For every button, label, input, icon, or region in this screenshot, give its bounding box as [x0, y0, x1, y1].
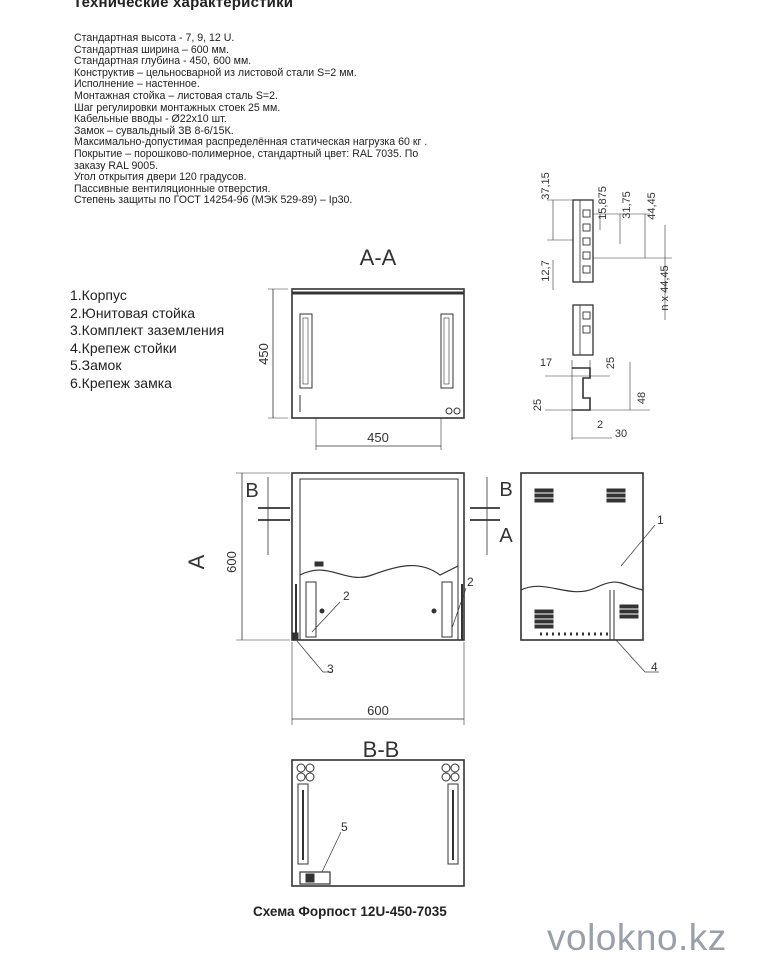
- dim-profile-30: 30: [615, 428, 627, 440]
- specs-list: Стандартная высота - 7, 9, 12 U. Стандар…: [74, 32, 474, 207]
- section-a-marker-left: А: [184, 554, 209, 569]
- dim-rail-12-7: 12,7: [540, 260, 552, 281]
- dim-rail-n: n x 44,45: [659, 265, 671, 310]
- spec-line: Покрытие – порошково-полимерное, стандар…: [74, 147, 419, 172]
- dim-rail-31-75: 31,75: [621, 191, 633, 219]
- spec-line: Степень защиты по ГОСТ 14254-96 (МЭК 529…: [74, 194, 353, 207]
- dim-profile-17: 17: [540, 357, 552, 369]
- dim-aa-width: 450: [367, 430, 389, 445]
- section-bb-label: В-В: [363, 737, 400, 762]
- legend-item: 5.Замок: [70, 357, 122, 374]
- dim-rail-37-15: 37,15: [540, 172, 552, 200]
- dim-front-height: 600: [224, 551, 239, 573]
- dim-profile-48: 48: [636, 392, 648, 404]
- spec-line: Пассивные вентиляционные отверстия.: [74, 182, 271, 195]
- spec-line: Кабельные вводы - Ø22x10 шт.: [74, 113, 227, 126]
- callout-5: 5: [341, 820, 348, 834]
- legend-item: 6.Крепеж замка: [70, 374, 172, 391]
- legend-item: 3.Комплект заземления: [70, 322, 225, 339]
- section-aa-label: А-А: [360, 245, 397, 270]
- dim-rail-44-45: 44,45: [646, 192, 658, 220]
- legend-item: 1.Корпус: [70, 287, 127, 303]
- spec-line: Угол открытия двери 120 градусов.: [74, 171, 247, 184]
- dim-profile-25-top: 25: [605, 357, 617, 369]
- spec-line: Максимально-допустимая распределённая ст…: [74, 136, 428, 149]
- legend-item: 2.Юнитовая стойка: [70, 304, 196, 321]
- callout-4: 4: [651, 660, 658, 674]
- dim-profile-25-left: 25: [532, 399, 544, 411]
- page-title: Технические характеристики: [73, 0, 294, 11]
- legend-item: 4.Крепеж стойки: [70, 339, 177, 356]
- spec-line: Замок – сувальдный ЗВ 8-6/15К.: [74, 124, 234, 137]
- section-b-marker-left: В: [245, 480, 258, 502]
- spec-line: Монтажная стойка – листовая сталь S=2.: [74, 89, 278, 102]
- callout-3: 3: [327, 662, 334, 676]
- spec-line: Шаг регулировки монтажных стоек 25 мм.: [74, 101, 281, 114]
- dim-profile-2: 2: [597, 419, 603, 431]
- dim-front-width: 600: [367, 703, 389, 718]
- section-b-marker-right: В: [499, 479, 512, 501]
- site-watermark: volokno.kz: [547, 917, 727, 958]
- side-view: 1 4: [520, 472, 664, 674]
- callout-1: 1: [657, 513, 664, 527]
- spec-line: Стандартная ширина – 600 мм.: [74, 43, 230, 56]
- dim-aa-height: 450: [256, 343, 271, 365]
- dim-rail-15-875: 15,875: [597, 186, 609, 220]
- parts-legend: 1.Корпус 2.Юнитовая стойка 3.Комплект за…: [70, 287, 224, 393]
- section-aa-view: А-А 450 450: [256, 245, 465, 450]
- callout-2-right: 2: [467, 575, 474, 589]
- section-bb-view: В-В 5: [291, 737, 465, 887]
- section-a-marker-right: А: [499, 525, 513, 547]
- spec-line: Стандартная глубина - 450, 600 мм.: [74, 55, 252, 68]
- profile-detail: 17 25 25 48 2 30: [532, 357, 650, 440]
- callout-2-left: 2: [343, 589, 350, 603]
- spec-line: Стандартная высота - 7, 9, 12 U.: [74, 32, 235, 44]
- drawing-caption: Схема Форпост 12U-450-7035: [253, 904, 447, 919]
- spec-line: Исполнение – настенное.: [74, 78, 200, 91]
- front-view: В В А А 600 600 2 2 3: [184, 472, 513, 725]
- spec-line: Конструктив – цельносварной из листовой …: [74, 66, 357, 79]
- rail-detail: 37,15 15,875 31,75 44,45 12,7 n x 44,45: [540, 172, 672, 356]
